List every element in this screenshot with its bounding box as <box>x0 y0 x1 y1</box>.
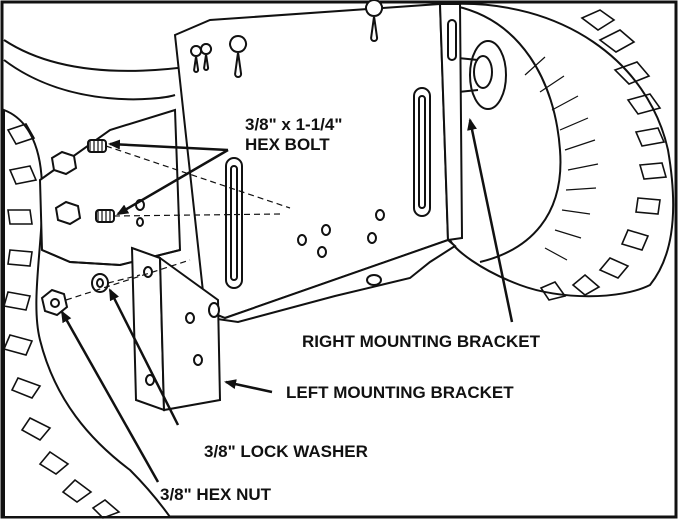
left-tire <box>2 108 172 519</box>
hex-bolt-upper <box>87 139 107 153</box>
hex-nut-part <box>40 288 69 317</box>
hex-nuts-on-frame <box>50 150 82 226</box>
hex-nut-label: 3/8" HEX NUT <box>160 485 272 504</box>
hex-bolt-label-line2: HEX BOLT <box>245 135 330 154</box>
left-mounting-bracket-label: LEFT MOUNTING BRACKET <box>286 383 514 402</box>
mower-deck-frame <box>3 2 464 324</box>
hex-bolt-lower <box>95 209 115 223</box>
left-mounting-bracket <box>130 246 222 412</box>
right-tire <box>448 2 675 301</box>
right-mounting-bracket-label: RIGHT MOUNTING BRACKET <box>302 332 541 351</box>
alignment-lines <box>65 145 291 301</box>
lock-washer-label: 3/8" LOCK WASHER <box>204 442 368 461</box>
hex-bolt-label-line1: 3/8" x 1-1/4" <box>245 115 342 134</box>
callout-arrows <box>60 118 514 483</box>
plate-holes <box>135 0 457 289</box>
